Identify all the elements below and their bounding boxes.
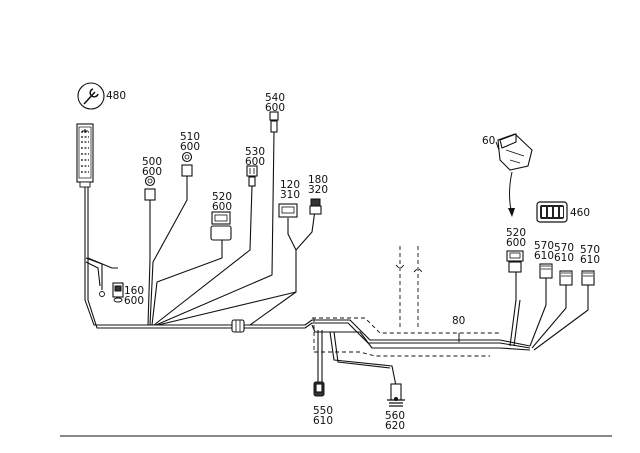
right-branches [509,272,589,351]
callout-480: 480 [106,90,126,102]
connector-160-600 [99,282,124,303]
connector-180-320 [309,198,322,215]
callout-60: 60 [482,135,495,147]
callout-600-g: 600 [506,237,526,249]
connector-520-600-right [506,250,524,273]
callout-600-b: 600 [180,141,200,153]
callout-570-c: 570 [580,244,600,256]
wrench-icon [77,82,105,110]
callout-320: 320 [308,184,328,196]
connector-570-610-b [559,270,573,286]
connector-540-600 [269,111,279,133]
callout-600-f: 600 [124,295,144,307]
callout-610-a: 610 [534,250,554,262]
callout-310: 310 [280,189,300,201]
callout-610-c: 610 [580,254,600,266]
connector-530-600 [246,165,258,187]
callout-80: 80 [452,315,465,327]
callout-510: 510 [180,131,200,143]
callout-530: 530 [245,146,265,158]
callout-620: 620 [385,420,405,432]
callout-500: 500 [142,156,162,168]
callout-560: 560 [385,410,405,422]
callout-160: 160 [124,285,144,297]
callout-540: 540 [265,92,285,104]
connector-120-310 [278,203,298,218]
lower-branches [313,330,405,407]
callout-610-b: 610 [554,252,574,264]
callout-570-a: 570 [534,240,554,252]
callout-610-d: 610 [313,415,333,427]
connector-570-610-a [539,263,553,279]
main-harness [84,187,531,351]
part-60 [495,133,533,171]
callout-600-e: 600 [212,201,232,213]
callout-520-b: 520 [506,227,526,239]
callout-120: 120 [280,179,300,191]
callout-550: 550 [313,405,333,417]
callout-180: 180 [308,174,328,186]
callout-600-d: 600 [245,156,265,168]
connector-500-600 [144,175,156,201]
part-460 [536,201,568,223]
callout-570-b: 570 [554,242,574,254]
connector-520-600-left [210,211,232,241]
branch-wires [147,131,316,326]
callout-460: 460 [570,207,590,219]
callout-600-a: 600 [265,102,285,114]
callout-600-c: 600 [142,166,162,178]
control-module [76,123,94,188]
callout-520-a: 520 [212,191,232,203]
assembly-arrow [508,171,515,217]
connector-570-610-c [581,270,595,286]
connector-510-600 [181,151,193,177]
